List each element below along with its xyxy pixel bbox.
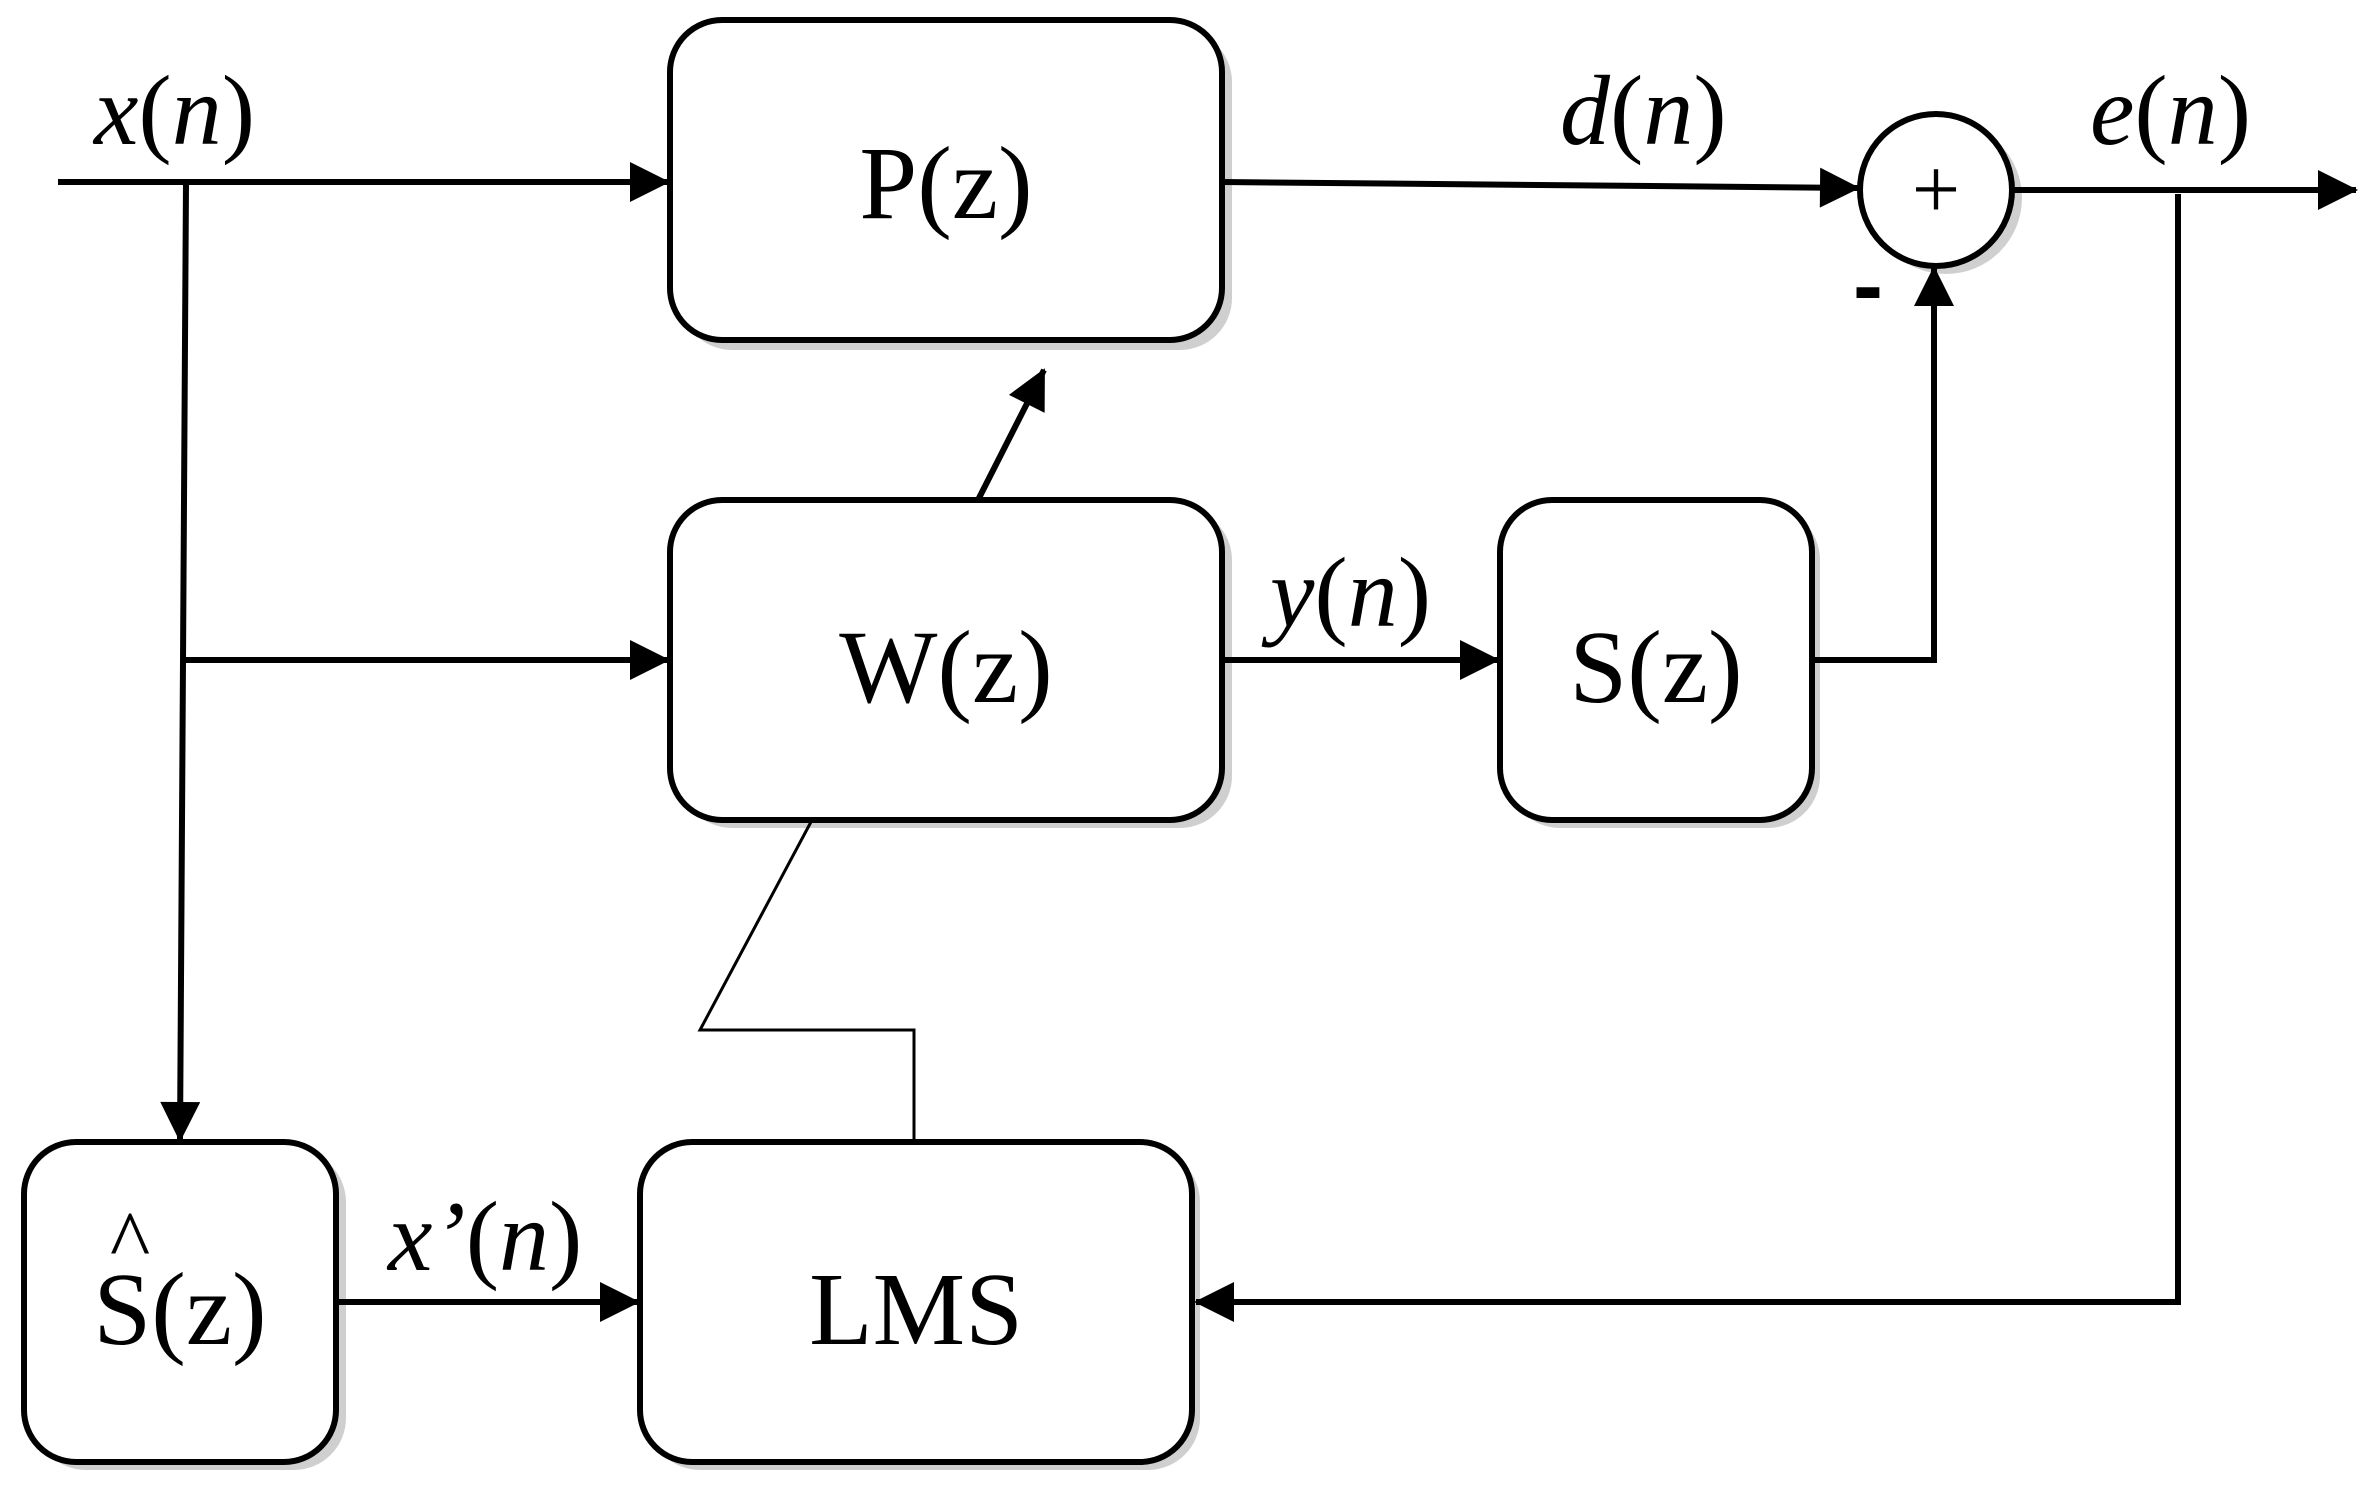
block-s-hat: S(z) ^ xyxy=(21,1139,339,1465)
wires xyxy=(58,162,2358,1322)
wire-lms-to-w xyxy=(697,819,916,1140)
wire-e-to-lms xyxy=(1194,194,2181,1322)
s-hat-accent: ^ xyxy=(110,1193,150,1289)
adapt-arrow xyxy=(975,368,1047,502)
signal-label-x: x(n) xyxy=(92,55,255,166)
signal-label-y: y(n) xyxy=(1261,537,1431,648)
block-p-label: P(z) xyxy=(859,126,1032,241)
plus-sign: + xyxy=(1912,141,1961,237)
block-lms-label: LMS xyxy=(809,1252,1023,1367)
block-s: S(z) xyxy=(1497,497,1815,823)
block-s-hat-label: S(z) xyxy=(93,1252,266,1367)
block-w: W(z) xyxy=(667,497,1225,823)
wire-d-to-sum xyxy=(1221,167,1860,208)
wire-s-to-sum xyxy=(1812,266,1954,663)
block-w-label: W(z) xyxy=(839,610,1053,725)
wire-x-to-s-hat xyxy=(160,181,201,1142)
block-s-label: S(z) xyxy=(1569,610,1742,725)
signal-label-d: d(n) xyxy=(1560,55,1727,166)
minus-sign: - xyxy=(1853,236,1883,336)
signal-label-e: e(n) xyxy=(2090,55,2251,166)
block-lms: LMS xyxy=(637,1139,1195,1465)
signal-labels: x(n) d(n) e(n) y(n) x’(n) xyxy=(92,55,2251,1292)
signal-label-x-prime: x’(n) xyxy=(386,1181,582,1292)
block-p: P(z) xyxy=(667,17,1225,343)
